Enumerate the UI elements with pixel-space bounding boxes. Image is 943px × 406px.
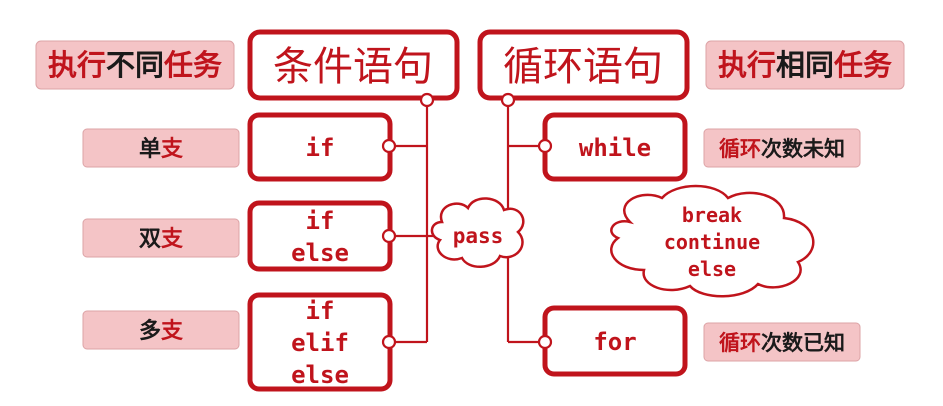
loop-title: 循环语句 bbox=[503, 44, 663, 90]
label-segment: 不同 bbox=[106, 48, 164, 82]
keyword-if: if bbox=[306, 207, 335, 235]
right-header: 执行相同任务 bbox=[705, 40, 905, 90]
branch-label-text: 多支 bbox=[139, 318, 184, 344]
right-header-label: 执行相同任务 bbox=[718, 48, 892, 82]
label-segment: 相同 bbox=[776, 48, 834, 82]
keyword-else: else bbox=[291, 361, 349, 389]
keyword-for: for bbox=[593, 328, 636, 356]
label-segment: 执行 bbox=[48, 48, 106, 82]
keyword-continue: continue bbox=[664, 230, 760, 254]
pass-cloud: pass bbox=[430, 197, 525, 268]
keyword-while: while bbox=[579, 134, 651, 162]
label-segment: 循环 bbox=[719, 331, 761, 355]
label-segment: 支 bbox=[161, 319, 184, 344]
pass-keyword: pass bbox=[453, 224, 504, 248]
loop-box: for bbox=[542, 305, 688, 377]
label-segment: 未知 bbox=[803, 137, 845, 161]
loop-note: 循环次数已知 bbox=[703, 322, 861, 362]
loop-boxes: while for bbox=[542, 112, 688, 377]
branch-label: 多支 bbox=[82, 310, 240, 350]
loop-note: 循环次数未知 bbox=[703, 128, 861, 168]
control-keywords: break continue else bbox=[664, 203, 760, 281]
label-segment: 任务 bbox=[833, 48, 892, 82]
label-segment: 循环 bbox=[719, 137, 761, 161]
branch-label: 单支 bbox=[82, 128, 240, 168]
keyword-if: if bbox=[306, 297, 335, 325]
left-header: 执行不同任务 bbox=[35, 40, 235, 90]
keyword-break: break bbox=[682, 203, 742, 227]
keyword-else: else bbox=[688, 257, 736, 281]
conditional-statement-box: 条件语句 bbox=[247, 29, 460, 101]
conditional-title: 条件语句 bbox=[273, 44, 433, 90]
loop-box: while bbox=[542, 112, 688, 182]
conditional-boxes: if if else if elif else bbox=[247, 112, 393, 392]
label-segment: 单 bbox=[139, 137, 161, 162]
connector-knobs bbox=[381, 92, 553, 350]
conditional-box: if bbox=[247, 112, 393, 182]
branch-label-text: 单支 bbox=[139, 137, 184, 162]
conditional-box: if else bbox=[247, 200, 393, 272]
keyword-if: if bbox=[306, 134, 335, 162]
keyword-elif: elif bbox=[291, 329, 349, 357]
label-segment: 支 bbox=[161, 227, 184, 252]
loop-note-text: 循环次数未知 bbox=[719, 137, 845, 161]
label-segment: 支 bbox=[161, 137, 184, 162]
branch-label-text: 双支 bbox=[139, 227, 184, 252]
cloud-shape bbox=[430, 197, 525, 268]
label-segment: 执行 bbox=[718, 48, 776, 82]
loop-statement-box: 循环语句 bbox=[477, 29, 690, 101]
label-segment: 双 bbox=[139, 227, 161, 252]
control-cloud: break continue else bbox=[610, 184, 815, 298]
label-segment: 任务 bbox=[163, 48, 222, 82]
label-segment: 次数 bbox=[761, 137, 804, 161]
branch-label: 双支 bbox=[82, 218, 240, 258]
keyword-else: else bbox=[291, 239, 349, 267]
cloud-shape bbox=[610, 184, 815, 298]
label-segment: 次数 bbox=[761, 331, 804, 355]
label-segment: 已知 bbox=[803, 331, 845, 355]
label-segment: 多 bbox=[139, 318, 161, 344]
loop-note-text: 循环次数已知 bbox=[719, 331, 845, 355]
left-header-label: 执行不同任务 bbox=[48, 48, 222, 82]
conditional-box: if elif else bbox=[247, 292, 393, 392]
